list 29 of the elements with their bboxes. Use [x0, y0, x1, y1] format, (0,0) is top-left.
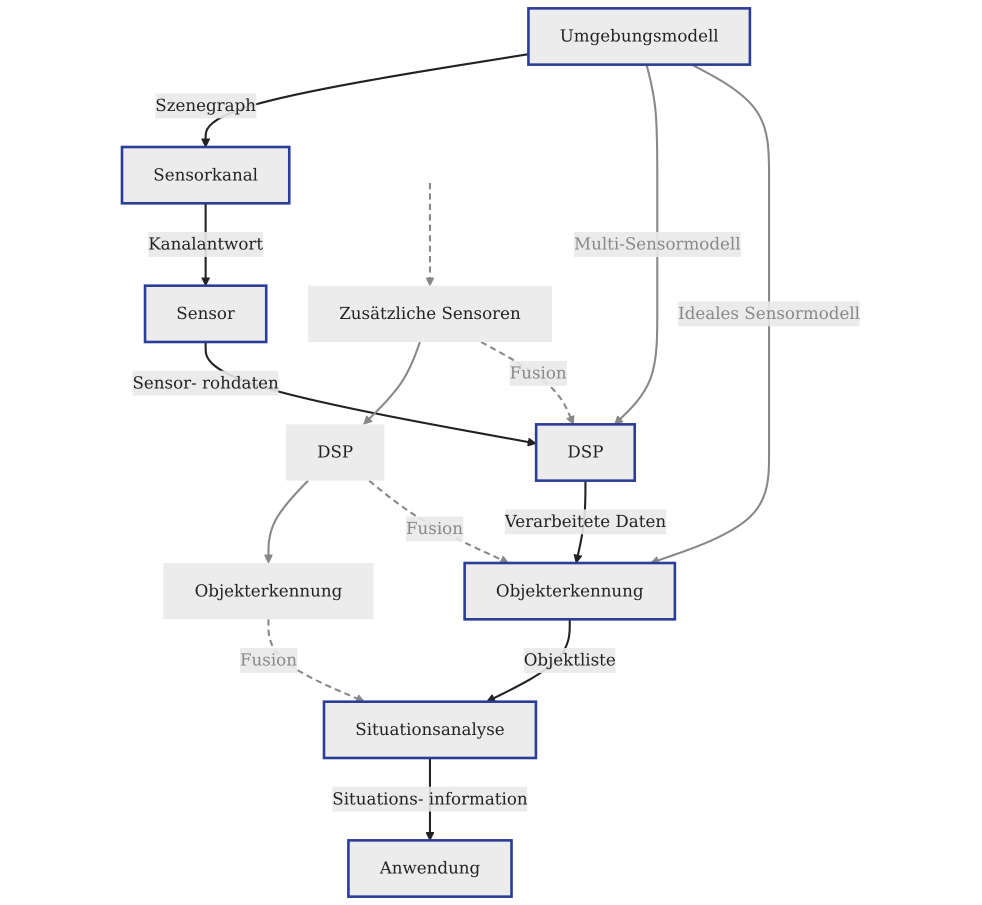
node-box: DSP [286, 424, 384, 481]
node-box: DSP [534, 423, 636, 482]
edge-label: Sensor- rohdaten [132, 372, 279, 393]
node-box: Zusätzliche Sensoren [308, 286, 552, 342]
arrow [201, 53, 529, 148]
arrow [363, 342, 421, 425]
edge-label: Fusion [406, 518, 463, 538]
edge-label: Verarbeitete Daten [504, 511, 666, 532]
arrow [264, 480, 309, 564]
node-box: Umgebungsmodell [527, 7, 752, 66]
edge-label: Multi-Sensormodell [574, 234, 741, 254]
edge-label: Szenegraph [155, 95, 256, 116]
arrow [480, 341, 574, 425]
arrow [425, 182, 435, 286]
node-box: Anwendung [347, 839, 513, 898]
edge-label: Kanalantwort [148, 234, 264, 254]
node-box: Situationsanalyse [322, 700, 538, 760]
edge-label: Situations- information [332, 788, 528, 809]
edge-label: Ideales Sensormodell [678, 303, 860, 324]
arrow [368, 480, 509, 564]
edge-label: Objektliste [524, 650, 616, 670]
node-box: Sensor [144, 284, 268, 344]
node-box: Objekterkennung [163, 563, 374, 620]
edge-label: Fusion [240, 650, 297, 670]
arrow [204, 342, 537, 447]
arrow [614, 64, 658, 425]
edge-label: Fusion [510, 362, 567, 383]
node-box: Objekterkennung [463, 562, 676, 621]
node-box: Sensorkanal [120, 146, 291, 205]
